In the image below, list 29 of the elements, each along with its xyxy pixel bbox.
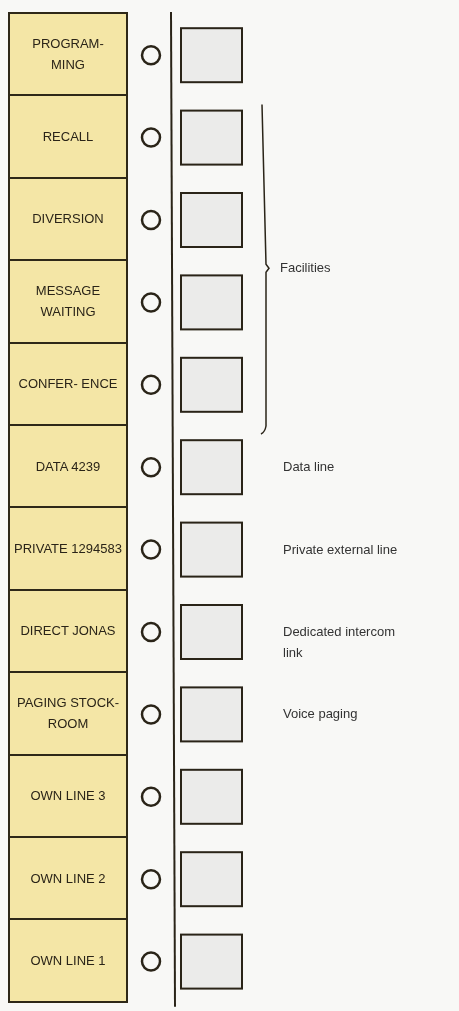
key-label-card [8,753,128,838]
description-label: Dedicated intercom link [283,623,396,662]
key-label-card [8,176,128,262]
key-label-card [8,424,128,509]
key-label-text: DIVERSION [31,210,105,229]
key-label-text: PRIVATE 1294583 [13,540,123,559]
key-label-card [8,918,128,1003]
key-label-text: OWN LINE 2 [29,869,107,888]
description-label: Voice paging [283,705,359,724]
key-label-text: PAGING STOCK- ROOM [15,694,121,734]
key-label-text: OWN LINE 3 [29,787,107,806]
key-label-text: CONFER- ENCE [17,375,119,394]
key-label-card [8,588,128,674]
key-label-text: DIRECT JONAS [19,622,117,641]
description-label: Data line [283,458,336,477]
key-label-card [8,259,128,344]
key-label-card [8,836,128,921]
key-label-card [8,341,128,426]
key-label-card [8,12,128,97]
key-label-text: OWN LINE 1 [29,952,107,971]
key-label-text: RECALL [41,128,95,147]
description-label: Facilities [280,259,332,278]
key-label-card [8,94,128,179]
key-label-text: MESSAGE WAITING [34,282,102,322]
key-label-card [8,506,128,591]
key-label-text: PROGRAM- MING [31,35,105,75]
key-label-card [8,671,128,756]
key-label-text: DATA 4239 [34,457,102,476]
description-label: Private external line [283,540,399,559]
